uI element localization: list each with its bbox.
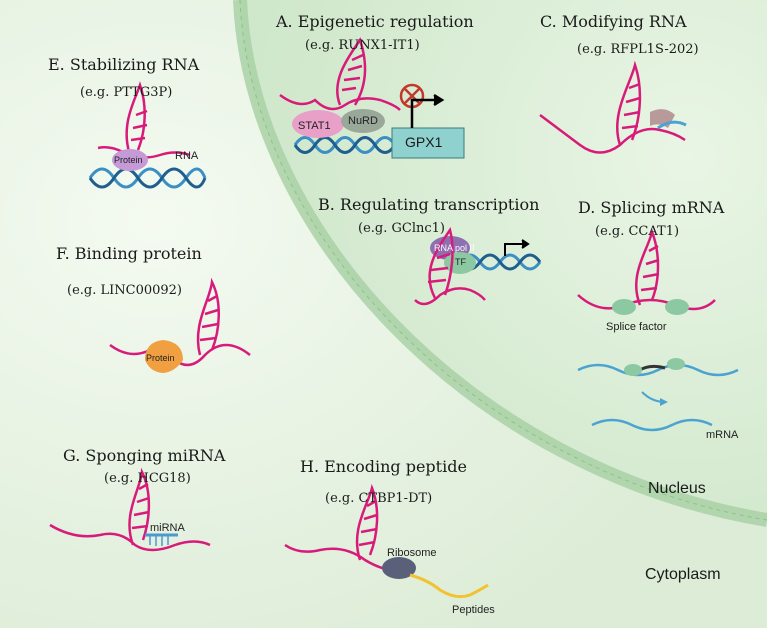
panel-c-title: C. Modifying RNA [540, 12, 687, 31]
lncrna-strand-a [279, 93, 401, 111]
stat1-protein [292, 110, 344, 138]
panel-b-graphic [414, 226, 542, 306]
label-splice-factor: Splice factor [606, 321, 667, 333]
lncrna-hairpin-h [355, 483, 379, 561]
transcription-start-arrow-icon [410, 93, 445, 128]
rna-fragment-c [657, 120, 687, 130]
panel-e-graphic [88, 81, 207, 189]
lncrna-hairpin-a [336, 37, 367, 106]
dna-helix-a [293, 136, 397, 154]
label-protein-f: Protein [146, 353, 175, 363]
lncrna-strand-g [49, 523, 211, 552]
panel-d-title: D. Splicing mRNA [578, 198, 725, 217]
label-ribosome: Ribosome [387, 547, 437, 559]
gene-box-gpx1 [391, 127, 465, 159]
transcription-start-arrow-b [504, 239, 530, 256]
splice-factor-4 [667, 358, 685, 370]
panel-a-example: (e.g. RUNX1-IT1) [305, 38, 420, 53]
lncrna-hairpin-b [414, 226, 486, 306]
lncrna-hairpin-d [635, 227, 660, 306]
panel-f-graphic [109, 277, 251, 373]
label-rna-pol-ii: RNA pol II [434, 243, 475, 253]
label-cytoplasm: Cytoplasm [645, 566, 721, 583]
splice-arrowhead [660, 398, 668, 406]
ribosome [382, 557, 416, 579]
panel-d-example: (e.g. CCAT1) [595, 224, 680, 239]
nuclear-membrane-dash [239, 0, 767, 521]
label-nucleus: Nucleus [648, 480, 706, 497]
label-rna-e: RNA [175, 150, 199, 162]
lncrna-hairpin-f [196, 277, 220, 356]
label-stat1: STAT1 [298, 120, 331, 132]
splice-factor-1 [612, 299, 636, 315]
protein-f [145, 340, 183, 373]
lncrna-hairpin-c [615, 60, 642, 146]
panel-f-title: F. Binding protein [56, 244, 202, 263]
label-tf: TF [455, 257, 466, 267]
label-peptides: Peptides [452, 604, 495, 616]
rna-duplex-e [88, 167, 207, 189]
mirna-pairing [149, 535, 169, 546]
protein-e [112, 149, 148, 171]
pre-mrna-strand [577, 363, 739, 377]
panel-a-title: A. Epigenetic regulation [276, 12, 474, 31]
mature-mrna [591, 418, 713, 432]
panel-g-example: (e.g. HCG18) [104, 471, 191, 486]
label-protein-e: Protein [114, 155, 143, 165]
label-mirna: miRNA [150, 522, 185, 534]
panel-g-title: G. Sponging miRNA [63, 446, 226, 465]
panel-b-title: B. Regulating transcription [318, 195, 540, 214]
nurd-complex [341, 109, 385, 133]
panel-h-example: (e.g. CTBP1-DT) [325, 491, 433, 506]
peptide-chain [409, 573, 489, 599]
panel-a-graphic [279, 37, 465, 159]
panel-g-graphic [49, 467, 211, 552]
panel-h-graphic [284, 483, 489, 599]
panel-d-graphic [577, 227, 739, 432]
panel-e-title: E. Stabilizing RNA [48, 55, 200, 74]
panel-b-example: (e.g. GClnc1) [358, 221, 445, 236]
splice-factor-3 [624, 364, 642, 376]
panel-e-example: (e.g. PTTG3P) [80, 85, 173, 100]
panel-c-graphic [539, 60, 687, 154]
splice-factor-2 [665, 299, 689, 315]
lncrna-hairpin-e [125, 81, 148, 156]
lncrna-strand-d [577, 294, 716, 311]
panel-f-example: (e.g. LINC00092) [67, 283, 183, 298]
panel-c-example: (e.g. RFPL1S-202) [577, 42, 699, 57]
label-gpx1: GPX1 [405, 134, 443, 150]
lncrna-hairpin-g [128, 467, 151, 546]
label-mrna: mRNA [706, 429, 739, 441]
panel-h-title: H. Encoding peptide [300, 457, 467, 476]
label-nurd: NuRD [348, 115, 378, 127]
